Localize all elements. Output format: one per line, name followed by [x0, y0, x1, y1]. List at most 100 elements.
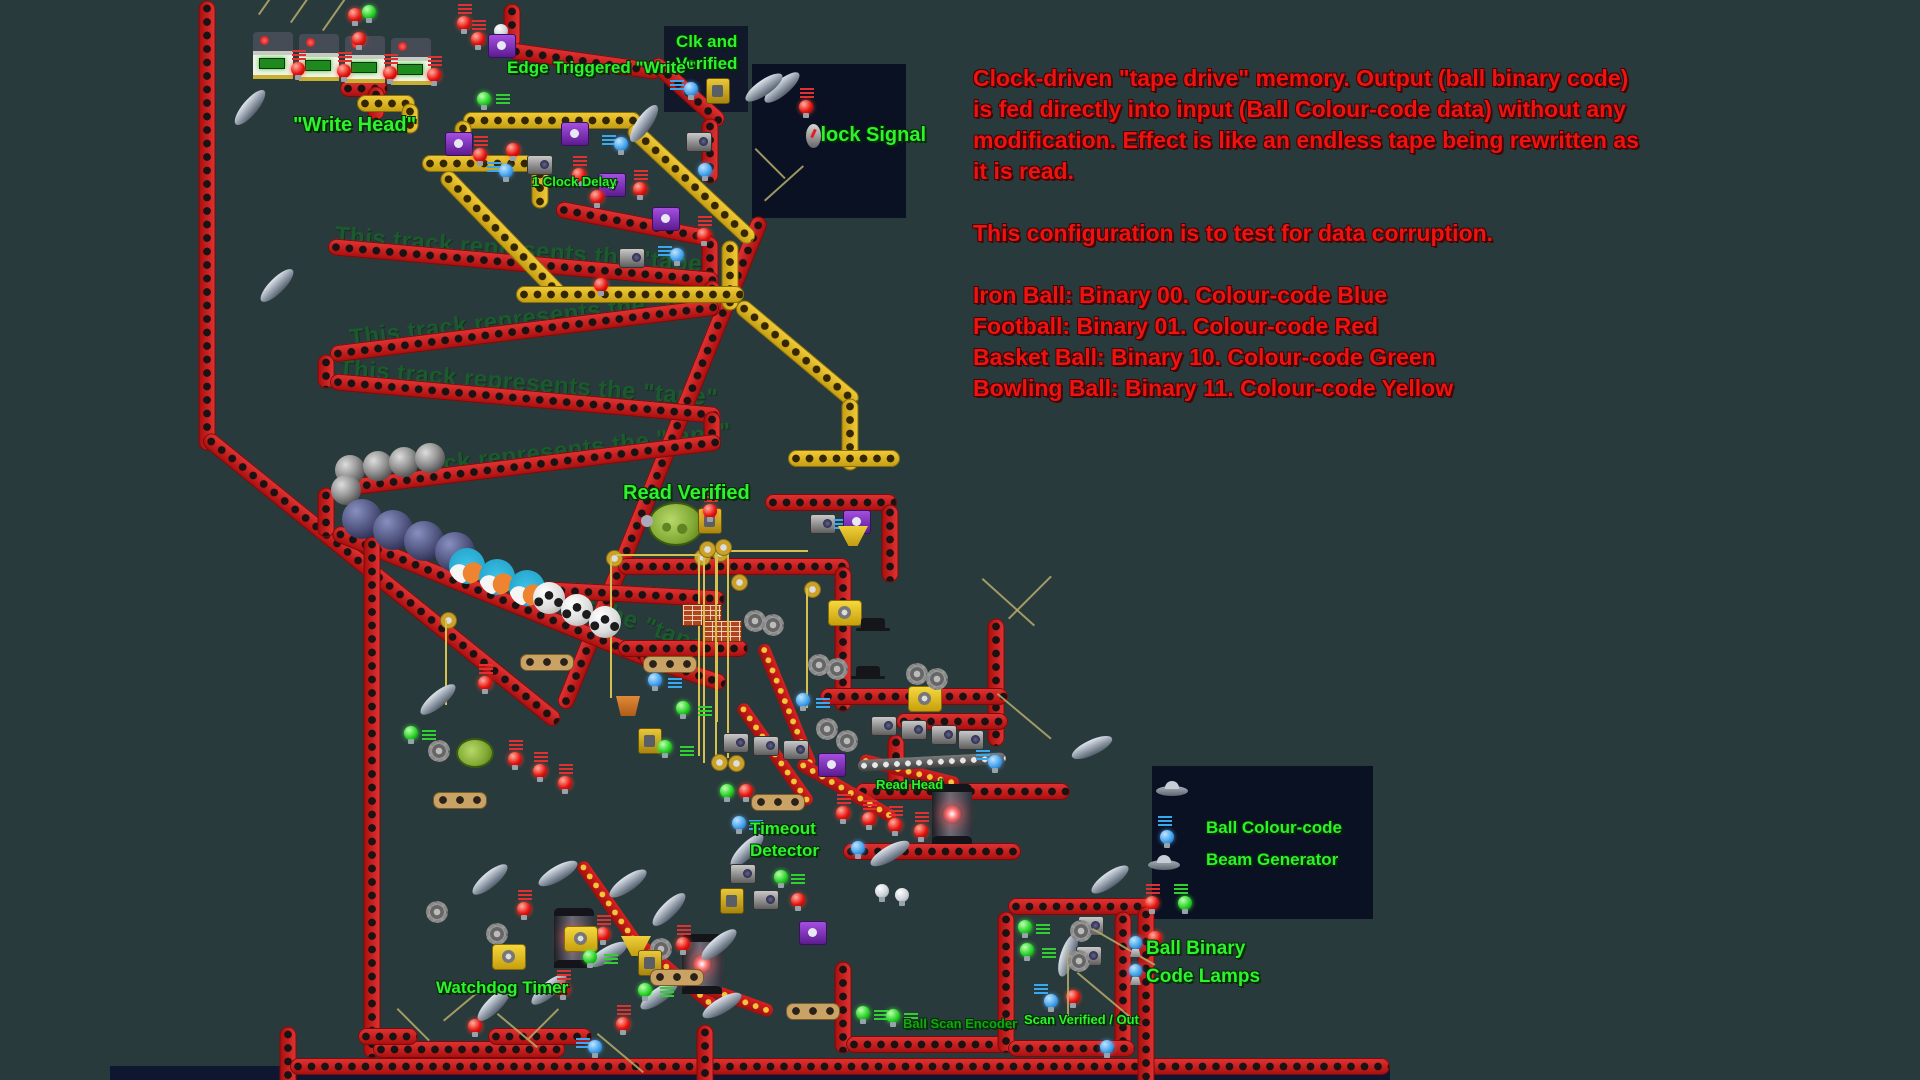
writer-part[interactable]	[299, 34, 339, 94]
rope-part[interactable]	[700, 550, 808, 552]
laser-part[interactable]	[1008, 575, 1052, 620]
br-part[interactable]	[337, 64, 351, 82]
sb-part[interactable]	[749, 820, 763, 831]
cam-part[interactable]	[871, 716, 897, 736]
br-part[interactable]	[556, 982, 570, 1000]
sr-part[interactable]	[573, 156, 587, 167]
sr-part[interactable]	[557, 970, 571, 981]
bg-part[interactable]	[583, 950, 597, 968]
sr-part[interactable]	[428, 56, 442, 67]
bb-part[interactable]	[796, 693, 810, 711]
cam-part[interactable]	[901, 720, 927, 740]
br-part[interactable]	[594, 278, 608, 296]
bb-part[interactable]	[732, 816, 746, 834]
br-part[interactable]	[506, 143, 520, 161]
sr-part[interactable]	[634, 170, 648, 181]
red-track-beam[interactable]	[290, 1058, 1390, 1075]
sb-part[interactable]	[1158, 816, 1172, 827]
laser-part[interactable]	[290, 0, 332, 24]
br-part[interactable]	[457, 16, 471, 34]
yellow-track-beam[interactable]	[788, 450, 900, 467]
pulley-part[interactable]	[606, 550, 623, 567]
motor-part[interactable]	[828, 600, 862, 626]
sr-part[interactable]	[559, 764, 573, 775]
sb-part[interactable]	[816, 698, 830, 709]
sg-part[interactable]	[604, 954, 618, 965]
ufo-part[interactable]	[1148, 855, 1180, 870]
br-part[interactable]	[914, 824, 928, 842]
rope-part[interactable]	[806, 588, 808, 708]
br-part[interactable]	[352, 32, 366, 50]
iron-ball[interactable]	[389, 447, 419, 477]
pbox-part[interactable]	[445, 132, 473, 156]
gear-part[interactable]	[426, 901, 448, 923]
red-track-beam[interactable]	[696, 1024, 714, 1080]
bg-part[interactable]	[856, 1006, 870, 1024]
foot-ball[interactable]	[533, 582, 565, 614]
pbox-part[interactable]	[488, 34, 516, 58]
sr-part[interactable]	[698, 216, 712, 227]
blimp-part[interactable]	[1087, 860, 1133, 899]
sg-part[interactable]	[698, 706, 712, 717]
gear-part[interactable]	[926, 668, 948, 690]
sr-part[interactable]	[518, 890, 532, 901]
bb-part[interactable]	[1100, 1040, 1114, 1058]
red-track-beam[interactable]	[363, 536, 381, 1059]
br-part[interactable]	[697, 228, 711, 246]
red-track-beam[interactable]	[881, 504, 899, 583]
bg-part[interactable]	[720, 784, 734, 802]
foot-ball[interactable]	[589, 606, 621, 638]
bg-part[interactable]	[362, 5, 376, 23]
sr-part[interactable]	[384, 54, 398, 65]
traffic-part[interactable]	[650, 969, 704, 986]
sr-part[interactable]	[534, 752, 548, 763]
alien2-part[interactable]	[456, 738, 494, 768]
rope-part[interactable]	[727, 548, 729, 758]
sg-part[interactable]	[1174, 884, 1188, 895]
pbox-part[interactable]	[561, 122, 589, 146]
gear-part[interactable]	[1068, 950, 1090, 972]
br-part[interactable]	[508, 752, 522, 770]
bb-part[interactable]	[614, 137, 628, 155]
sb-part[interactable]	[670, 80, 684, 91]
gear-part[interactable]	[906, 663, 928, 685]
blimp-part[interactable]	[468, 859, 512, 900]
trophy-part[interactable]	[1128, 936, 1143, 958]
sg-part[interactable]	[422, 730, 436, 741]
sr-part[interactable]	[509, 740, 523, 751]
sr-part[interactable]	[458, 4, 472, 15]
bg-part[interactable]	[886, 1009, 900, 1027]
br-part[interactable]	[468, 1019, 482, 1037]
sr-part[interactable]	[338, 52, 352, 63]
red-track-beam[interactable]	[198, 0, 216, 451]
cam-part[interactable]	[527, 155, 553, 175]
br-part[interactable]	[791, 893, 805, 911]
hat-part[interactable]	[856, 618, 890, 631]
red-track-beam[interactable]	[1008, 898, 1156, 915]
cam-part[interactable]	[619, 248, 645, 268]
pulley-part[interactable]	[728, 755, 745, 772]
gear-part[interactable]	[428, 740, 450, 762]
bg-part[interactable]	[658, 740, 672, 758]
cyl-part[interactable]	[932, 784, 972, 844]
red-track-beam[interactable]	[373, 1041, 565, 1058]
br-part[interactable]	[348, 8, 362, 26]
br-part[interactable]	[383, 66, 397, 84]
pulley-part[interactable]	[440, 612, 457, 629]
goldbox-part[interactable]	[706, 78, 730, 104]
sr-part[interactable]	[677, 925, 691, 936]
br-part[interactable]	[533, 764, 547, 782]
rope-part[interactable]	[616, 554, 712, 556]
bb-part[interactable]	[698, 163, 712, 181]
sg-part[interactable]	[874, 1010, 888, 1021]
blimp-part[interactable]	[416, 679, 460, 720]
iron-ball[interactable]	[415, 443, 445, 473]
sb-part[interactable]	[658, 246, 672, 257]
br-part[interactable]	[558, 776, 572, 794]
red-track-beam[interactable]	[358, 1028, 418, 1045]
br-part[interactable]	[478, 676, 492, 694]
br-part[interactable]	[888, 818, 902, 836]
hat-part[interactable]	[851, 666, 885, 679]
yellow-track-beam[interactable]	[732, 296, 863, 410]
cam-part[interactable]	[730, 864, 756, 884]
